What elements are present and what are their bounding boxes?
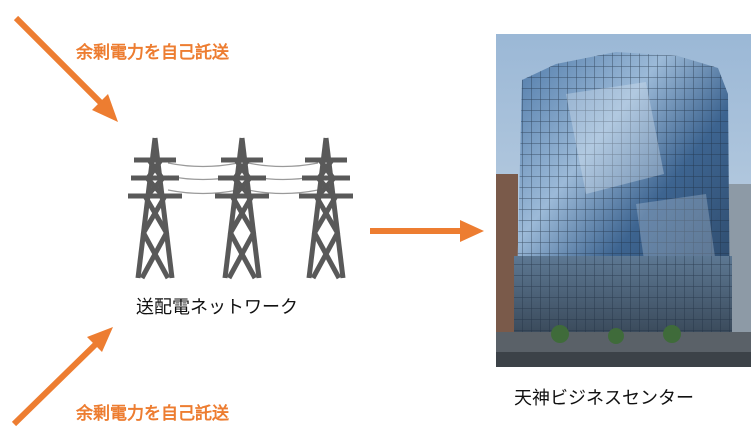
building-caption: 天神ビジネスセンター bbox=[514, 388, 694, 409]
top-inflow-arrow-icon bbox=[13, 15, 118, 122]
bottom-flow-label: 余剰電力を自己託送 bbox=[76, 404, 229, 424]
grid-to-building-arrow-icon bbox=[370, 220, 484, 242]
building-photo bbox=[496, 34, 751, 367]
grid-caption: 送配電ネットワーク bbox=[136, 297, 298, 318]
top-flow-label: 余剰電力を自己託送 bbox=[76, 43, 229, 63]
bottom-inflow-arrow-icon bbox=[11, 327, 113, 427]
power-transmission-tower-icon bbox=[128, 137, 353, 280]
